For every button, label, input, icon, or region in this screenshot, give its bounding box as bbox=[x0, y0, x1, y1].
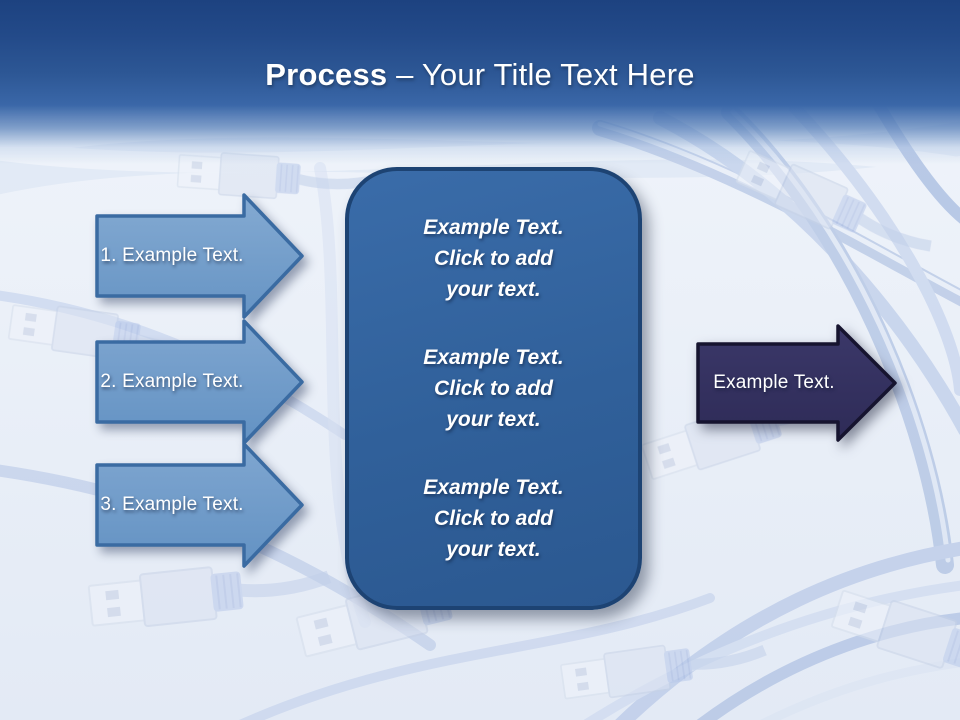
step-arrow-1[interactable]: 1. Example Text. bbox=[94, 192, 306, 320]
panel-block-1-line-2: Click to add bbox=[433, 247, 553, 270]
right-arrow-shape bbox=[95, 193, 304, 319]
panel-block-1[interactable]: Example Text. Click to add your text. bbox=[423, 212, 563, 305]
step-2-label: 2. Example Text. bbox=[100, 371, 244, 392]
center-text-panel[interactable]: Example Text. Click to add your text. Ex… bbox=[345, 167, 642, 610]
panel-block-2-line-1: Example Text. bbox=[423, 346, 564, 369]
right-arrow-shape bbox=[95, 442, 304, 568]
slide-title[interactable]: Process – Your Title Text Here bbox=[0, 54, 960, 96]
result-arrow-label: Example Text. bbox=[713, 372, 835, 393]
panel-block-3-line-1: Example Text. bbox=[423, 476, 564, 499]
right-arrow-shape bbox=[696, 324, 897, 442]
panel-block-3-line-2: Click to add bbox=[433, 507, 553, 530]
step-1-label: 1. Example Text. bbox=[100, 245, 244, 266]
slide-title-rest: – Your Title Text Here bbox=[396, 57, 695, 92]
panel-block-1-line-1: Example Text. bbox=[423, 216, 564, 239]
result-arrow[interactable]: Example Text. bbox=[695, 323, 899, 443]
panel-block-2-line-3: your text. bbox=[446, 408, 541, 431]
panel-block-2[interactable]: Example Text. Click to add your text. bbox=[423, 342, 563, 435]
panel-block-3-line-3: your text. bbox=[446, 538, 541, 561]
panel-block-1-line-3: your text. bbox=[446, 278, 541, 301]
step-arrow-3[interactable]: 3. Example Text. bbox=[94, 441, 306, 569]
panel-block-3[interactable]: Example Text. Click to add your text. bbox=[423, 472, 563, 565]
panel-block-2-line-2: Click to add bbox=[433, 377, 553, 400]
slide-title-emphasis: Process bbox=[265, 57, 388, 92]
right-arrow-shape bbox=[95, 319, 304, 445]
step-3-label: 3. Example Text. bbox=[100, 494, 244, 515]
step-arrow-2[interactable]: 2. Example Text. bbox=[94, 318, 306, 446]
